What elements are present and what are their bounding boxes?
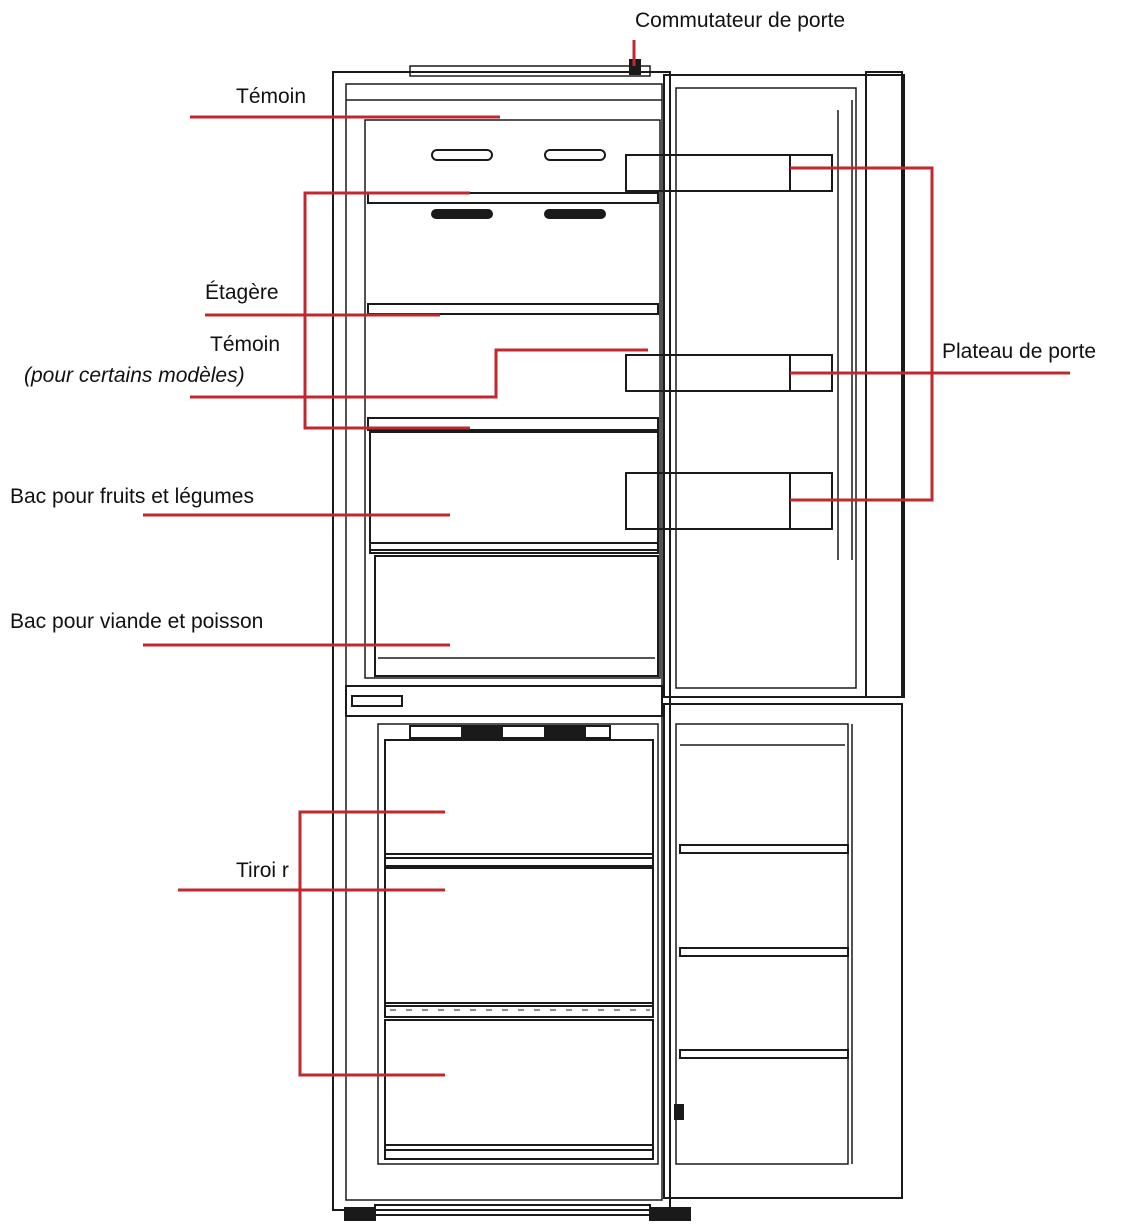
label-drawer: Tiroi r: [236, 859, 289, 882]
top-lid: [409, 65, 651, 77]
lower-door-shelf-2: [679, 947, 849, 957]
label-door-switch: Commutateur de porte: [635, 9, 846, 32]
leader-drawer-bracket: [298, 810, 445, 1077]
lower-door-inner: [675, 723, 849, 1165]
lower-door-shelf-1: [679, 844, 849, 854]
divider-badge: [351, 695, 403, 707]
fridge-liner: [364, 119, 661, 679]
upper-door-inner: [675, 87, 857, 689]
drawer-3-base: [384, 1144, 654, 1160]
label-shelf: Étagère: [205, 281, 279, 304]
label-lamp-mid-note: (pour certains modèles): [24, 364, 245, 387]
leader-lamp-mid: [190, 348, 648, 399]
shelf-2: [367, 303, 659, 315]
lower-door-hinge: [674, 1104, 684, 1120]
freezer-vent: [409, 725, 611, 739]
drawer-1: [384, 739, 654, 859]
crisper-lid: [369, 542, 659, 554]
vent-1: [431, 149, 493, 161]
drawer-1-rim: [384, 853, 654, 867]
drawer-3: [384, 1019, 654, 1151]
shelf-1: [367, 192, 659, 204]
upper-door-gasket: [865, 71, 903, 698]
label-door-tray: Plateau de porte: [942, 340, 1097, 363]
freezer-vent-grille-2: [544, 727, 586, 737]
freezer-vent-grille-1: [461, 727, 503, 737]
vent-4: [544, 209, 606, 219]
leader-lines: [143, 40, 1070, 1077]
foot-left: [344, 1207, 376, 1221]
label-meat-bin: Bac pour viande et poisson: [10, 610, 264, 633]
base-plinth: [374, 1204, 651, 1216]
door-tray-1: [625, 154, 833, 192]
lower-door: [663, 703, 903, 1199]
freezer-liner: [377, 723, 659, 1165]
cabinet-outline: [332, 71, 671, 1211]
label-crisper: Bac pour fruits et légumes: [10, 485, 254, 508]
vent-2: [544, 149, 606, 161]
leader-shelf-bracket: [303, 191, 470, 430]
cabinet-inner-outline: [345, 83, 663, 1201]
lower-door-shelf-3: [679, 1049, 849, 1059]
upper-door: [663, 74, 905, 698]
meat-bin-box: [374, 555, 659, 677]
drawer-2: [384, 867, 654, 1007]
shelf-3: [367, 417, 659, 431]
label-lamp-mid: Témoin: [210, 333, 281, 356]
drawer-2-rim: [384, 1002, 654, 1018]
leader-door-tray-bracket: [790, 166, 934, 502]
fridge-drawing: [332, 59, 905, 1221]
crisper-box: [369, 431, 659, 551]
foot-right: [649, 1207, 691, 1221]
label-lamp-top: Témoin: [236, 85, 307, 108]
vent-3: [431, 209, 493, 219]
compartment-divider: [345, 685, 663, 717]
